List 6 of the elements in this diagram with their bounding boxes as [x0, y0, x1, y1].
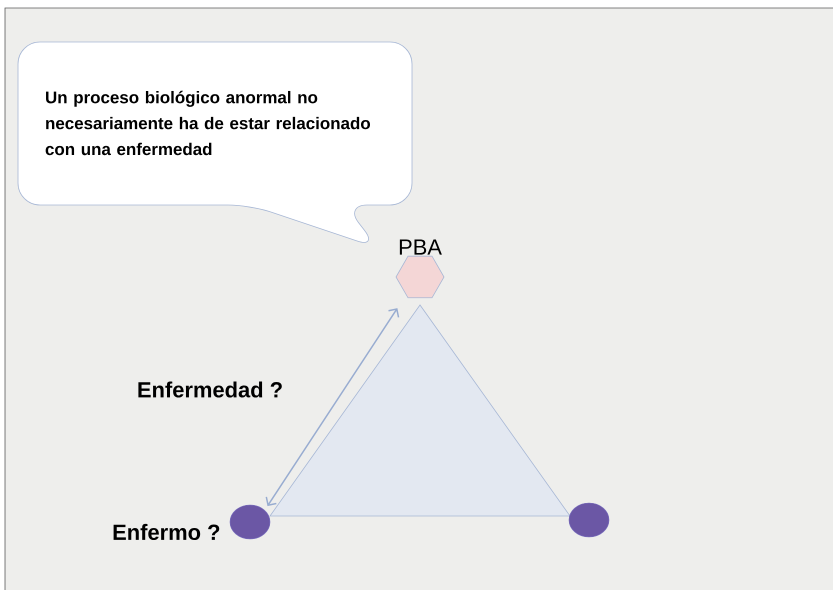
node-caption: Enfermo ?	[114, 524, 220, 540]
circle-marker	[568, 502, 610, 538]
hexagon	[396, 256, 444, 298]
double-arrow	[266, 308, 400, 506]
edge-label: Enfermedad ?	[138, 381, 282, 398]
circle-marker	[230, 504, 270, 540]
